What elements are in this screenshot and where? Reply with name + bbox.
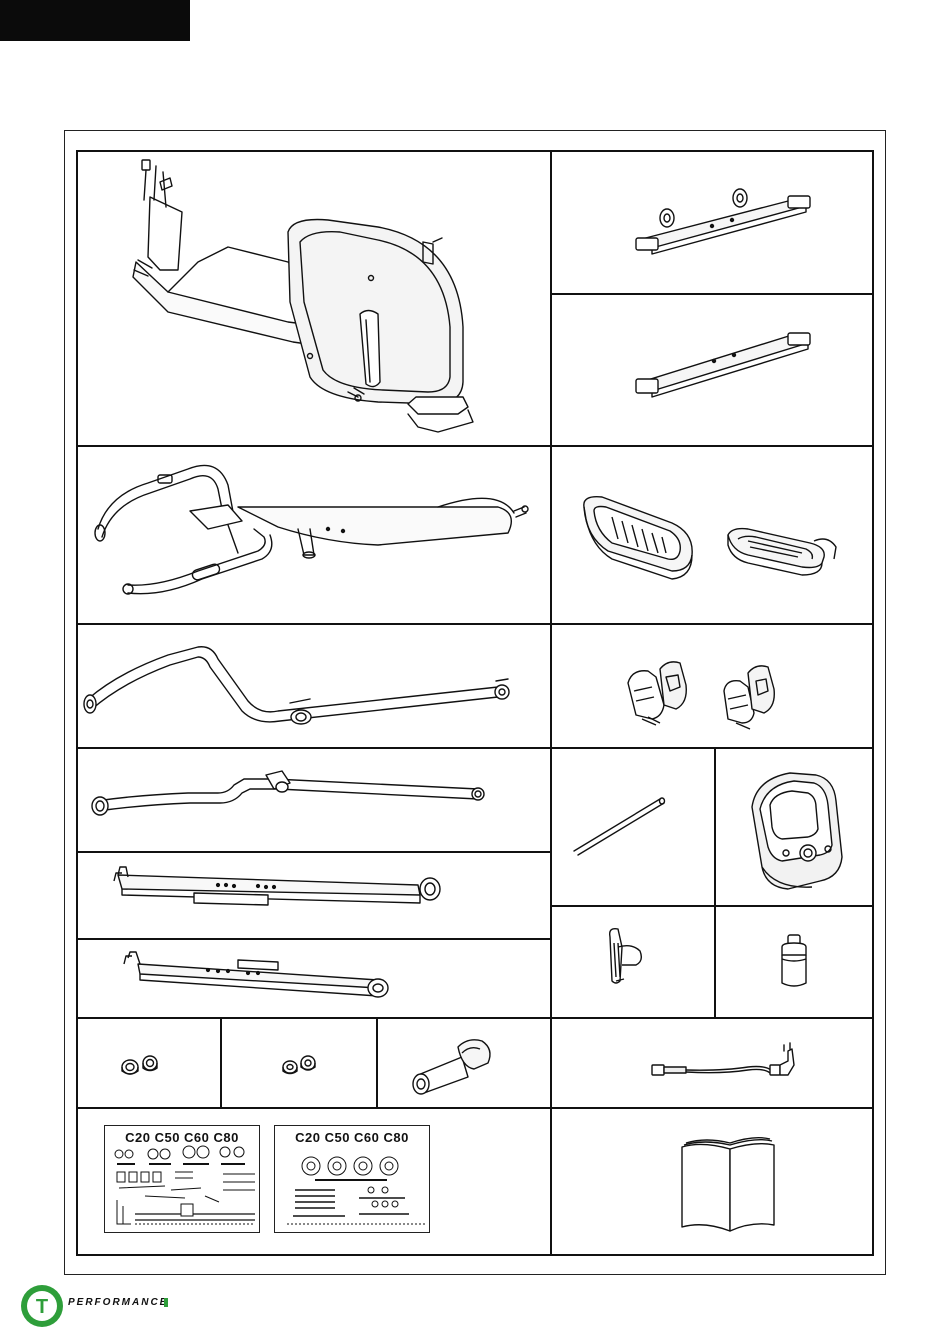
axle-rod-icon xyxy=(552,749,714,905)
right-upper-arm-icon xyxy=(78,749,550,851)
main-frame-icon xyxy=(78,152,550,445)
bottle-icon xyxy=(716,907,874,1017)
rear-stabilizer-icon xyxy=(552,295,874,445)
handlebar-assembly-icon xyxy=(78,447,550,623)
end-caps-icon xyxy=(78,1019,220,1107)
logo-letter: T xyxy=(36,1296,48,1318)
brand-logo-icon: T xyxy=(20,1284,64,1328)
brand-accent-mark xyxy=(164,1298,168,1307)
right-lower-arm-icon xyxy=(78,940,550,1017)
front-stabilizer-icon xyxy=(552,152,874,293)
bracket-clip-icon xyxy=(552,907,714,1017)
left-upper-arm-icon xyxy=(78,625,550,747)
left-lower-arm-icon xyxy=(78,853,550,938)
power-adapter-icon xyxy=(552,1019,874,1107)
brand-name: PERFORMANCE xyxy=(68,1297,168,1308)
pedals-icon xyxy=(552,447,874,623)
connector-sleeve-icon xyxy=(378,1019,550,1107)
hardware-card: C20 C50 C60 C80 xyxy=(274,1125,430,1233)
header-black-block xyxy=(0,0,190,41)
parts-grid: C20 C50 C60 C80 C20 C50 C60 C80 xyxy=(76,150,874,1256)
bushings-icon xyxy=(222,1019,376,1107)
hardware-kit-icon: C20 C50 C60 C80 C20 C50 C60 C80 xyxy=(78,1109,550,1256)
console-icon xyxy=(716,749,874,905)
hardware-card: C20 C50 C60 C80 xyxy=(104,1125,260,1233)
pedal-brackets-icon xyxy=(552,625,874,747)
manual-book-icon xyxy=(552,1109,874,1256)
